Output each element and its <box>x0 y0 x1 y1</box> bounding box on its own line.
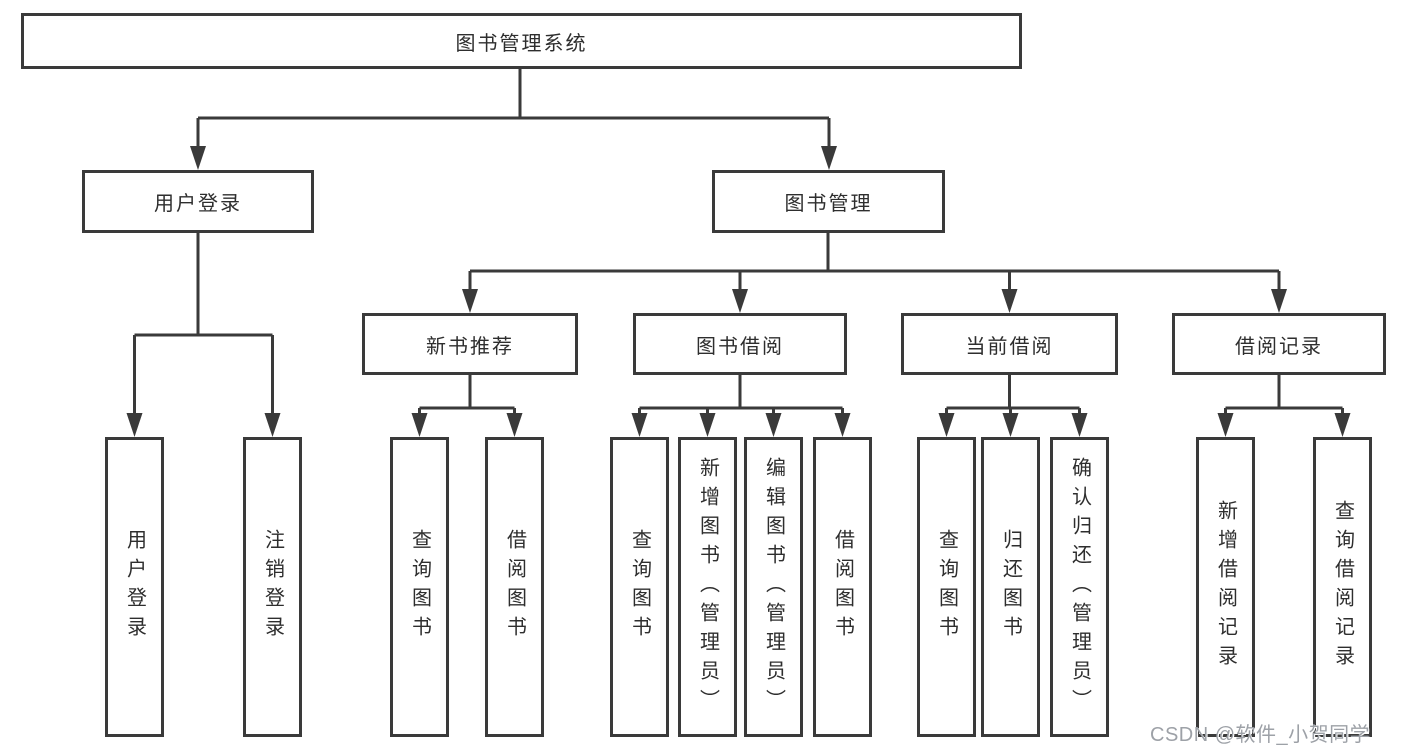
leaf-user-login: 用户登录 <box>105 437 164 737</box>
leaf-edit-books-admin-label: 编辑图书（管理员） <box>762 456 785 718</box>
leaf-borrow-books-1-label: 借阅图书 <box>503 529 526 645</box>
leaf-logout-label: 注销登录 <box>261 529 284 645</box>
node-book-borrow: 图书借阅 <box>633 313 847 375</box>
leaf-add-books-admin-label: 新增图书（管理员） <box>696 456 719 718</box>
leaf-add-borrow-record-label: 新增借阅记录 <box>1214 500 1237 674</box>
leaf-query-borrow-record: 查询借阅记录 <box>1313 437 1372 737</box>
leaf-edit-books-admin: 编辑图书（管理员） <box>744 437 803 737</box>
node-root: 图书管理系统 <box>21 13 1022 69</box>
node-borrow-records: 借阅记录 <box>1172 313 1386 375</box>
leaf-query-books-2-label: 查询图书 <box>628 529 651 645</box>
node-new-book-recommend-label: 新书推荐 <box>426 335 514 358</box>
leaf-add-borrow-record: 新增借阅记录 <box>1196 437 1255 737</box>
node-user-login: 用户登录 <box>82 170 314 233</box>
leaf-query-books-3-label: 查询图书 <box>935 529 958 645</box>
leaf-add-books-admin: 新增图书（管理员） <box>678 437 737 737</box>
node-current-borrow: 当前借阅 <box>901 313 1118 375</box>
leaf-return-books-label: 归还图书 <box>999 529 1022 645</box>
leaf-borrow-books-2: 借阅图书 <box>813 437 872 737</box>
leaf-confirm-return-admin-label: 确认归还（管理员） <box>1068 456 1091 718</box>
leaf-query-books-3: 查询图书 <box>917 437 976 737</box>
leaf-logout: 注销登录 <box>243 437 302 737</box>
leaf-query-borrow-record-label: 查询借阅记录 <box>1331 500 1354 674</box>
csdn-watermark: CSDN @软件_小贺同学 <box>1150 724 1371 746</box>
node-borrow-records-label: 借阅记录 <box>1235 335 1323 358</box>
leaf-user-login-label: 用户登录 <box>123 529 146 645</box>
leaf-borrow-books-2-label: 借阅图书 <box>831 529 854 645</box>
leaf-query-books-1: 查询图书 <box>390 437 449 737</box>
node-new-book-recommend: 新书推荐 <box>362 313 578 375</box>
node-user-login-label: 用户登录 <box>154 193 242 215</box>
node-root-label: 图书管理系统 <box>455 32 588 55</box>
leaf-query-books-2: 查询图书 <box>610 437 669 737</box>
leaf-confirm-return-admin: 确认归还（管理员） <box>1050 437 1109 737</box>
leaf-borrow-books-1: 借阅图书 <box>485 437 544 737</box>
leaf-return-books: 归还图书 <box>981 437 1040 737</box>
node-book-management: 图书管理 <box>712 170 945 233</box>
node-book-management-label: 图书管理 <box>784 193 873 215</box>
node-current-borrow-label: 当前借阅 <box>965 335 1054 358</box>
node-book-borrow-label: 图书借阅 <box>696 335 784 358</box>
leaf-query-books-1-label: 查询图书 <box>408 529 431 645</box>
